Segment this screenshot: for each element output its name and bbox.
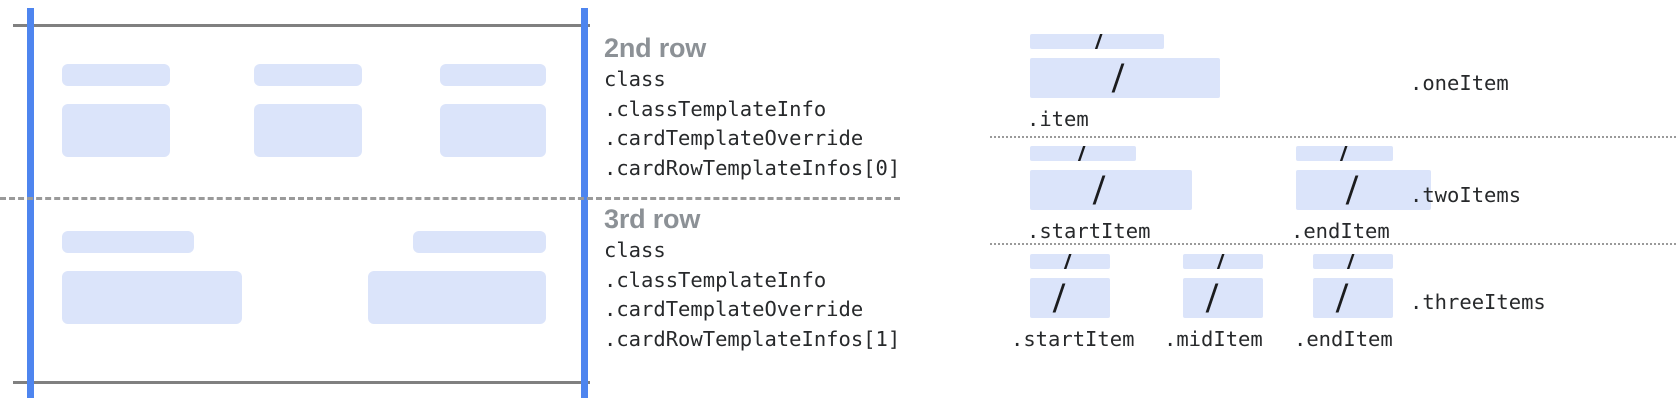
two-items-start-caption: .startItem <box>1027 219 1151 243</box>
row-note-code-line-3: .cardTemplateOverride <box>604 297 864 321</box>
card-top-border <box>13 24 590 27</box>
three-items-mid-content-bar: / <box>1183 278 1263 318</box>
slash-icon: / <box>1346 170 1358 210</box>
one-item-label-bar: / <box>1030 34 1164 49</box>
row-note-code-line-1: class <box>604 67 666 91</box>
card-rows-preview <box>0 0 900 412</box>
slash-icon: / <box>1093 34 1103 49</box>
three-items-mid-caption: .midItem <box>1164 327 1263 351</box>
row2-col1-label-bar <box>62 64 170 86</box>
row-note-code-line-3: .cardTemplateOverride <box>604 126 864 150</box>
two-items-end-content-bar: / <box>1296 170 1431 210</box>
card-right-guide <box>581 8 588 398</box>
three-items-start-label-bar: / <box>1030 254 1110 269</box>
three-items-end-caption: .endItem <box>1294 327 1393 351</box>
row-note-code-line-4: .cardRowTemplateInfos[0] <box>604 155 901 180</box>
one-item-caption: .item <box>1027 107 1089 131</box>
variant-separator-1 <box>990 136 1676 138</box>
slash-icon: / <box>1093 170 1105 210</box>
slash-icon: / <box>1215 254 1225 269</box>
row-note-second-row: 2nd row class .classTemplateInfo .cardTe… <box>604 31 900 183</box>
row3-col1-label-bar <box>62 231 194 253</box>
slash-icon: / <box>1062 254 1072 269</box>
row-note-title: 2nd row <box>604 33 707 63</box>
row-note-code-line-2: .classTemplateInfo <box>604 96 827 121</box>
three-items-end-content-bar: / <box>1313 278 1393 318</box>
two-items-start-content-bar: / <box>1030 170 1192 210</box>
two-items-end-caption: .endItem <box>1291 219 1390 243</box>
variant-two-items-label: .twoItems <box>1410 183 1522 207</box>
slash-icon: / <box>1338 146 1348 161</box>
row2-col2-content-bar <box>254 104 362 157</box>
row-note-third-row: 3rd row class .classTemplateInfo .cardTe… <box>604 202 900 354</box>
row-note-code-line-1: class <box>604 238 666 262</box>
card-bottom-border <box>13 381 590 384</box>
three-items-start-caption: .startItem <box>1011 327 1135 351</box>
slash-icon: / <box>1076 146 1086 161</box>
slash-icon: / <box>1336 278 1348 318</box>
three-items-mid-label-bar: / <box>1183 254 1263 269</box>
slash-icon: / <box>1112 58 1124 98</box>
variant-separator-2 <box>990 243 1676 245</box>
row2-col3-label-bar <box>440 64 546 86</box>
row3-col2-content-bar <box>368 271 546 324</box>
two-items-end-label-bar: / <box>1296 146 1393 161</box>
row2-col1-content-bar <box>62 104 170 157</box>
slash-icon: / <box>1345 254 1355 269</box>
slash-icon: / <box>1206 278 1218 318</box>
card-left-guide <box>27 8 34 398</box>
row-note-code-line-2: .classTemplateInfo <box>604 267 827 292</box>
one-item-content-bar: / <box>1030 58 1220 98</box>
three-items-start-content-bar: / <box>1030 278 1110 318</box>
row-note-title: 3rd row <box>604 204 701 234</box>
row-layout-variants: / / .item .oneItem / / .startItem / / <box>990 0 1676 412</box>
row3-col2-label-bar <box>413 231 546 253</box>
row-divider-dashed <box>0 197 900 200</box>
three-items-end-label-bar: / <box>1313 254 1393 269</box>
row2-col3-content-bar <box>440 104 546 157</box>
variant-one-item-label: .oneItem <box>1410 71 1509 95</box>
row-note-code-line-4: .cardRowTemplateInfos[1] <box>604 326 901 351</box>
row2-col2-label-bar <box>254 64 362 86</box>
variant-three-items-label: .threeItems <box>1410 290 1546 314</box>
row3-col1-content-bar <box>62 271 242 324</box>
two-items-start-label-bar: / <box>1030 146 1136 161</box>
slash-icon: / <box>1053 278 1065 318</box>
